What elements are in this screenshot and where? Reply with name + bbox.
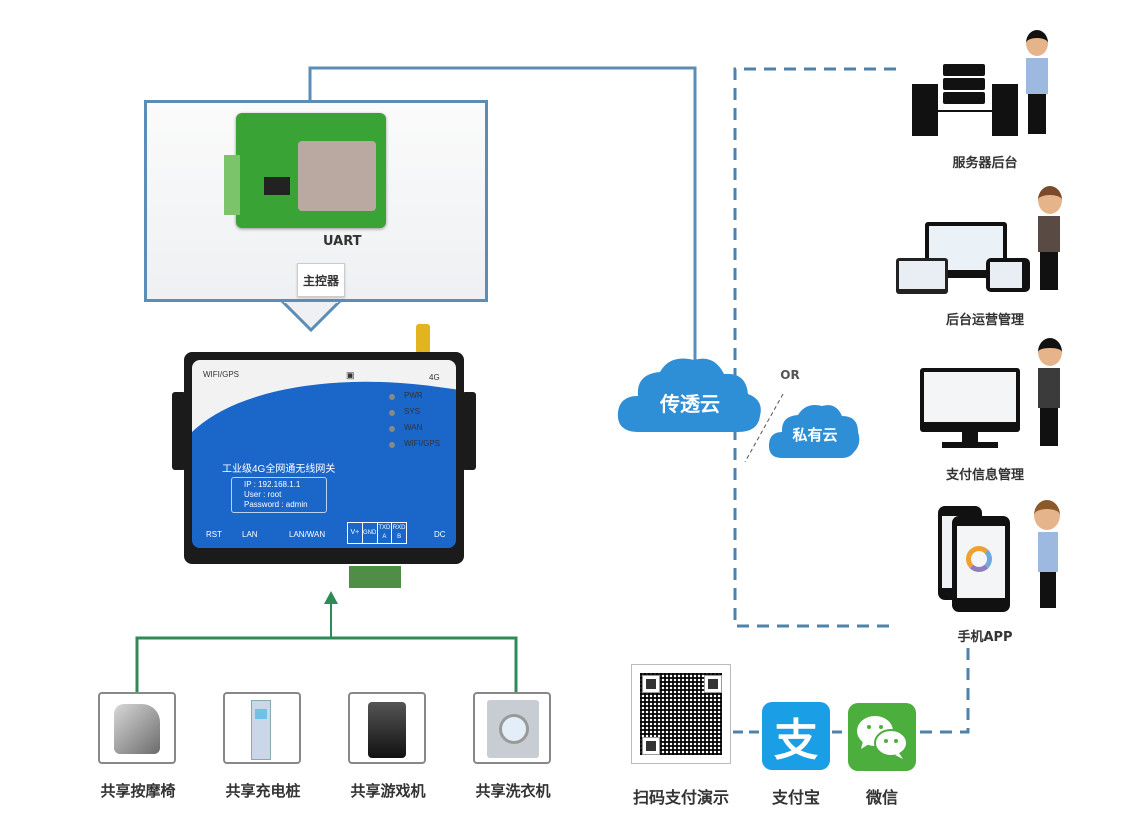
device-washing-machine-label: 共享洗衣机	[475, 782, 551, 800]
qr-payment-label: 扫码支付演示	[632, 788, 729, 807]
alipay-label: 支付宝	[771, 788, 820, 807]
massage-chair-icon	[114, 704, 160, 754]
gateway-4g-label: 4G	[429, 373, 440, 382]
mount-ear-right	[462, 392, 476, 470]
gateway-title: 工业级4G全网通无线网关	[222, 464, 336, 475]
wechat-bubbles-icon	[857, 716, 908, 759]
private-cloud-icon	[768, 405, 860, 458]
port-lan-label: LAN	[242, 530, 258, 539]
cloud-to-server-dashed-line	[733, 67, 896, 628]
gateway-face	[192, 360, 456, 548]
or-label: OR	[780, 368, 800, 382]
person-icon	[1026, 500, 1066, 610]
gateway-password: Password : admin	[244, 500, 308, 509]
device-washing-machine	[473, 692, 551, 764]
port-lan-wan-label: LAN/WAN	[289, 530, 326, 539]
device-charging-pile-label: 共享充电桩	[225, 782, 301, 800]
endpoint-payment-info-label: 支付信息管理	[945, 468, 1024, 483]
app-to-payment-dashed-line	[910, 648, 970, 734]
gateway-wifi-gps-port-label: WIFI/GPS	[203, 370, 239, 379]
alipay-icon[interactable]: 支	[762, 702, 830, 770]
terminal-block-connector	[349, 566, 401, 588]
main-controller-box: 主控器	[297, 263, 345, 297]
board-chip	[264, 177, 290, 195]
terminal-rxd: RXD B	[392, 525, 406, 540]
uart-label: UART	[323, 234, 362, 249]
laptop-icon	[896, 258, 948, 294]
led-sys-label: SYS	[404, 407, 421, 416]
antenna-icon	[416, 324, 430, 354]
mount-ear-left	[172, 392, 186, 470]
monitor-icon	[920, 368, 1020, 450]
or-divider-line	[744, 393, 784, 463]
devices-bus-line	[135, 636, 518, 692]
device-charging-pile	[223, 692, 301, 764]
arcade-machine-icon	[368, 702, 406, 758]
device-massage-chair	[98, 692, 176, 764]
private-cloud-label: 私有云	[792, 426, 838, 444]
terminal-vplus: V+	[348, 523, 363, 543]
devices-arrow-head	[324, 591, 338, 604]
wechat-icon[interactable]	[848, 703, 916, 771]
port-rst-label: RST	[206, 530, 222, 539]
board-terminal	[224, 155, 240, 215]
terminal-gnd: GND	[363, 523, 378, 543]
person-icon	[1032, 186, 1066, 292]
led-wifi-gps-label: WIFI/GPS	[404, 439, 440, 448]
led-sys	[389, 410, 395, 416]
module-to-cloud-line	[308, 66, 697, 360]
donut-chart-icon	[966, 546, 992, 572]
4g-module-board	[224, 113, 386, 228]
endpoint-ops-label: 后台运营管理	[945, 313, 1024, 328]
transparent-cloud-icon	[617, 358, 761, 432]
person-icon	[1018, 30, 1054, 136]
charging-pile-icon	[251, 700, 271, 760]
sim-slot-icon: ▣	[346, 370, 355, 380]
endpoint-mobile-app-label: 手机APP	[957, 630, 1013, 645]
led-wan-label: WAN	[404, 423, 423, 432]
led-wan	[389, 426, 395, 432]
led-pwr-label: PWR	[404, 391, 423, 400]
qr-code-icon[interactable]	[631, 664, 731, 764]
4g-chip-module	[298, 141, 376, 211]
device-arcade-machine-label: 共享游戏机	[350, 782, 426, 800]
port-dc-label: DC	[434, 530, 446, 539]
person-icon	[1032, 338, 1066, 448]
endpoint-server-label: 服务器后台	[952, 156, 1018, 171]
gateway-info-box: IP : 192.168.1.1 User : root Password : …	[231, 477, 327, 513]
transparent-cloud-label: 传透云	[660, 392, 720, 416]
wechat-label: 微信	[865, 788, 898, 807]
4g-gateway-device	[184, 352, 464, 564]
terminal-label-box: V+ GND TXD A RXD B	[347, 522, 407, 544]
tablet-icon	[986, 258, 1030, 292]
server-icon	[912, 62, 1022, 142]
washing-machine-icon	[487, 700, 539, 758]
gateway-user: User : root	[244, 490, 282, 499]
led-wifi-gps	[389, 442, 395, 448]
device-massage-chair-label: 共享按摩椅	[100, 782, 176, 800]
gateway-ip: IP : 192.168.1.1	[244, 480, 301, 489]
device-arcade-machine	[348, 692, 426, 764]
led-pwr	[389, 394, 395, 400]
phone-icon	[952, 516, 1010, 612]
terminal-txd: TXD A	[378, 523, 393, 543]
callout-pointer	[278, 299, 344, 333]
